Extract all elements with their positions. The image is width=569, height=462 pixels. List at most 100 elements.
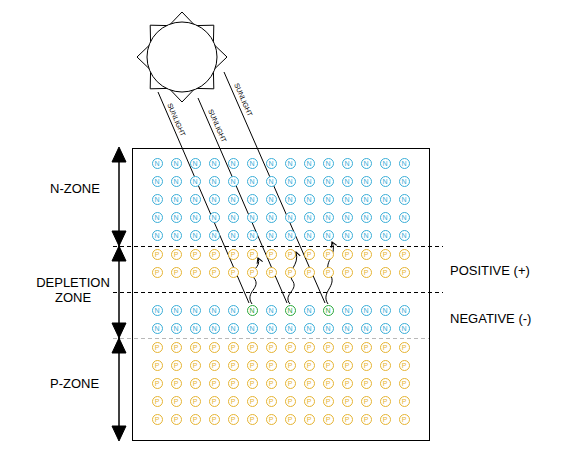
carrier-letter: N xyxy=(211,178,216,185)
carrier-letter: P xyxy=(326,251,331,258)
carrier-letter: N xyxy=(249,160,254,167)
carrier-letter: P xyxy=(193,269,198,276)
charge-carrier-circle: P xyxy=(380,396,391,407)
carrier-letter: N xyxy=(230,196,235,203)
charge-carrier-circle: N xyxy=(152,176,163,187)
charge-carrier-circle: P xyxy=(285,267,296,278)
charge-carrier-circle: N xyxy=(247,230,258,241)
charge-carrier-circle: P xyxy=(285,249,296,260)
carrier-letter: N xyxy=(344,232,349,239)
carrier-letter: P xyxy=(174,416,179,423)
charge-carrier-circle: P xyxy=(190,249,201,260)
carrier-letter: N xyxy=(154,307,159,314)
charge-carrier-circle: P xyxy=(209,342,220,353)
carrier-letter: P xyxy=(288,251,293,258)
carrier-letter: N xyxy=(173,325,178,332)
charge-carrier-circle: P xyxy=(228,342,239,353)
charge-carrier-circle: P xyxy=(304,378,315,389)
charge-carrier-circle: N xyxy=(361,230,372,241)
charge-carrier-circle: P xyxy=(304,396,315,407)
carrier-letter: P xyxy=(345,251,350,258)
carrier-letter: N xyxy=(230,160,235,167)
carrier-letter: N xyxy=(344,178,349,185)
charge-carrier-circle: N xyxy=(399,158,410,169)
sunlight-ray xyxy=(158,92,249,303)
carrier-letter: N xyxy=(287,232,292,239)
charge-carrier-circle: P xyxy=(304,414,315,425)
charge-carrier-circle: P xyxy=(171,396,182,407)
charge-carrier-circle: P xyxy=(266,396,277,407)
charge-carrier-circle: N xyxy=(285,194,296,205)
carrier-letter: N xyxy=(344,196,349,203)
charge-carrier-circle: P xyxy=(266,342,277,353)
charge-carrier-circle: N xyxy=(361,305,372,316)
carrier-letter: N xyxy=(401,214,406,221)
carrier-letter: P xyxy=(212,416,217,423)
charge-carrier-circle: P xyxy=(361,378,372,389)
carrier-letter: P xyxy=(307,362,312,369)
carrier-letter: P xyxy=(174,251,179,258)
charge-carrier-circle: P xyxy=(247,342,258,353)
carrier-letter: P xyxy=(288,398,293,405)
carrier-letter: N xyxy=(268,232,273,239)
carrier-letter: N xyxy=(363,325,368,332)
carrier-letter: N xyxy=(192,232,197,239)
charge-carrier-circle: P xyxy=(342,360,353,371)
charge-carrier-circle: N xyxy=(266,323,277,334)
carrier-letter: N xyxy=(363,178,368,185)
electron-paths xyxy=(250,242,333,304)
charge-carrier-circle: P xyxy=(209,414,220,425)
charge-carrier-circle: P xyxy=(285,378,296,389)
charge-carrier-circle: P xyxy=(266,378,277,389)
charge-carrier-circle: P xyxy=(266,414,277,425)
carrier-letter: N xyxy=(287,214,292,221)
charge-carrier-circle: N xyxy=(304,323,315,334)
charge-carrier-circle: P xyxy=(342,414,353,425)
carrier-letter: N xyxy=(306,160,311,167)
carrier-letter: P xyxy=(345,269,350,276)
carrier-letter: N xyxy=(344,214,349,221)
carrier-letter: N xyxy=(268,325,273,332)
charge-carrier-circle: P xyxy=(209,396,220,407)
zone-label: N-ZONE xyxy=(50,181,100,196)
carrier-letter: P xyxy=(231,398,236,405)
carrier-letter: N xyxy=(401,160,406,167)
charge-carrier-circle: P xyxy=(380,360,391,371)
charge-carrier-circle: P xyxy=(323,396,334,407)
carrier-letter: N xyxy=(249,307,254,314)
carrier-letter: P xyxy=(250,398,255,405)
carrier-letter: P xyxy=(364,251,369,258)
charge-carrier-circle: N xyxy=(342,323,353,334)
carrier-letter: P xyxy=(402,269,407,276)
charge-carrier-circle: N xyxy=(361,158,372,169)
charge-carrier-circle: P xyxy=(190,414,201,425)
charge-carrier-circle: N xyxy=(190,305,201,316)
charge-carrier-circle: N xyxy=(171,305,182,316)
carrier-letter: P xyxy=(288,269,293,276)
charge-carrier-circle: P xyxy=(361,396,372,407)
arrow-head xyxy=(112,426,126,441)
charge-carrier-circle: P xyxy=(190,378,201,389)
carrier-letter: N xyxy=(287,196,292,203)
charge-carrier-circle: P xyxy=(228,249,239,260)
charge-carrier-circle: P xyxy=(152,378,163,389)
carrier-letter: P xyxy=(402,398,407,405)
carrier-letter: P xyxy=(193,251,198,258)
charge-carrier-circle: P xyxy=(304,267,315,278)
carrier-letter: N xyxy=(325,178,330,185)
charge-carrier-circle: P xyxy=(171,360,182,371)
carrier-letter: N xyxy=(382,325,387,332)
charge-carrier-circle: P xyxy=(399,396,410,407)
carrier-letter: P xyxy=(193,380,198,387)
charge-carrier-circle: N xyxy=(171,212,182,223)
carrier-letter: P xyxy=(174,344,179,351)
carrier-letter: P xyxy=(250,380,255,387)
charge-carrier-circle: N xyxy=(399,305,410,316)
carrier-letter: N xyxy=(154,325,159,332)
charge-carrier-circle: N xyxy=(228,230,239,241)
charge-carrier-circle: N xyxy=(266,158,277,169)
charge-carrier-circle: P xyxy=(399,342,410,353)
carrier-letter: N xyxy=(382,178,387,185)
charge-carrier-circle: P xyxy=(399,360,410,371)
charge-carrier-circle: N xyxy=(380,230,391,241)
